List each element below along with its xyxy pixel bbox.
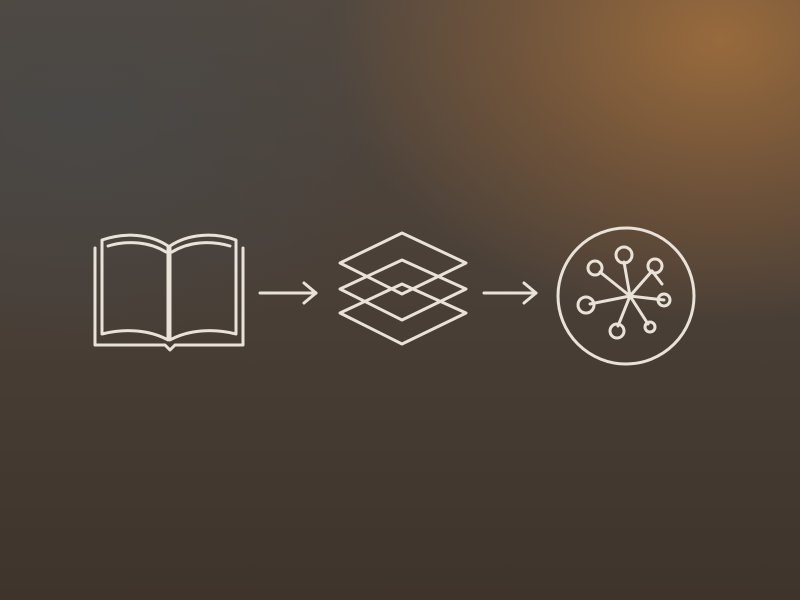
open-book-icon [93,233,245,352]
arrow-right-icon [258,281,318,305]
network-icon [556,226,696,366]
layers-icon [338,231,468,346]
arrow-right-icon [482,281,538,305]
